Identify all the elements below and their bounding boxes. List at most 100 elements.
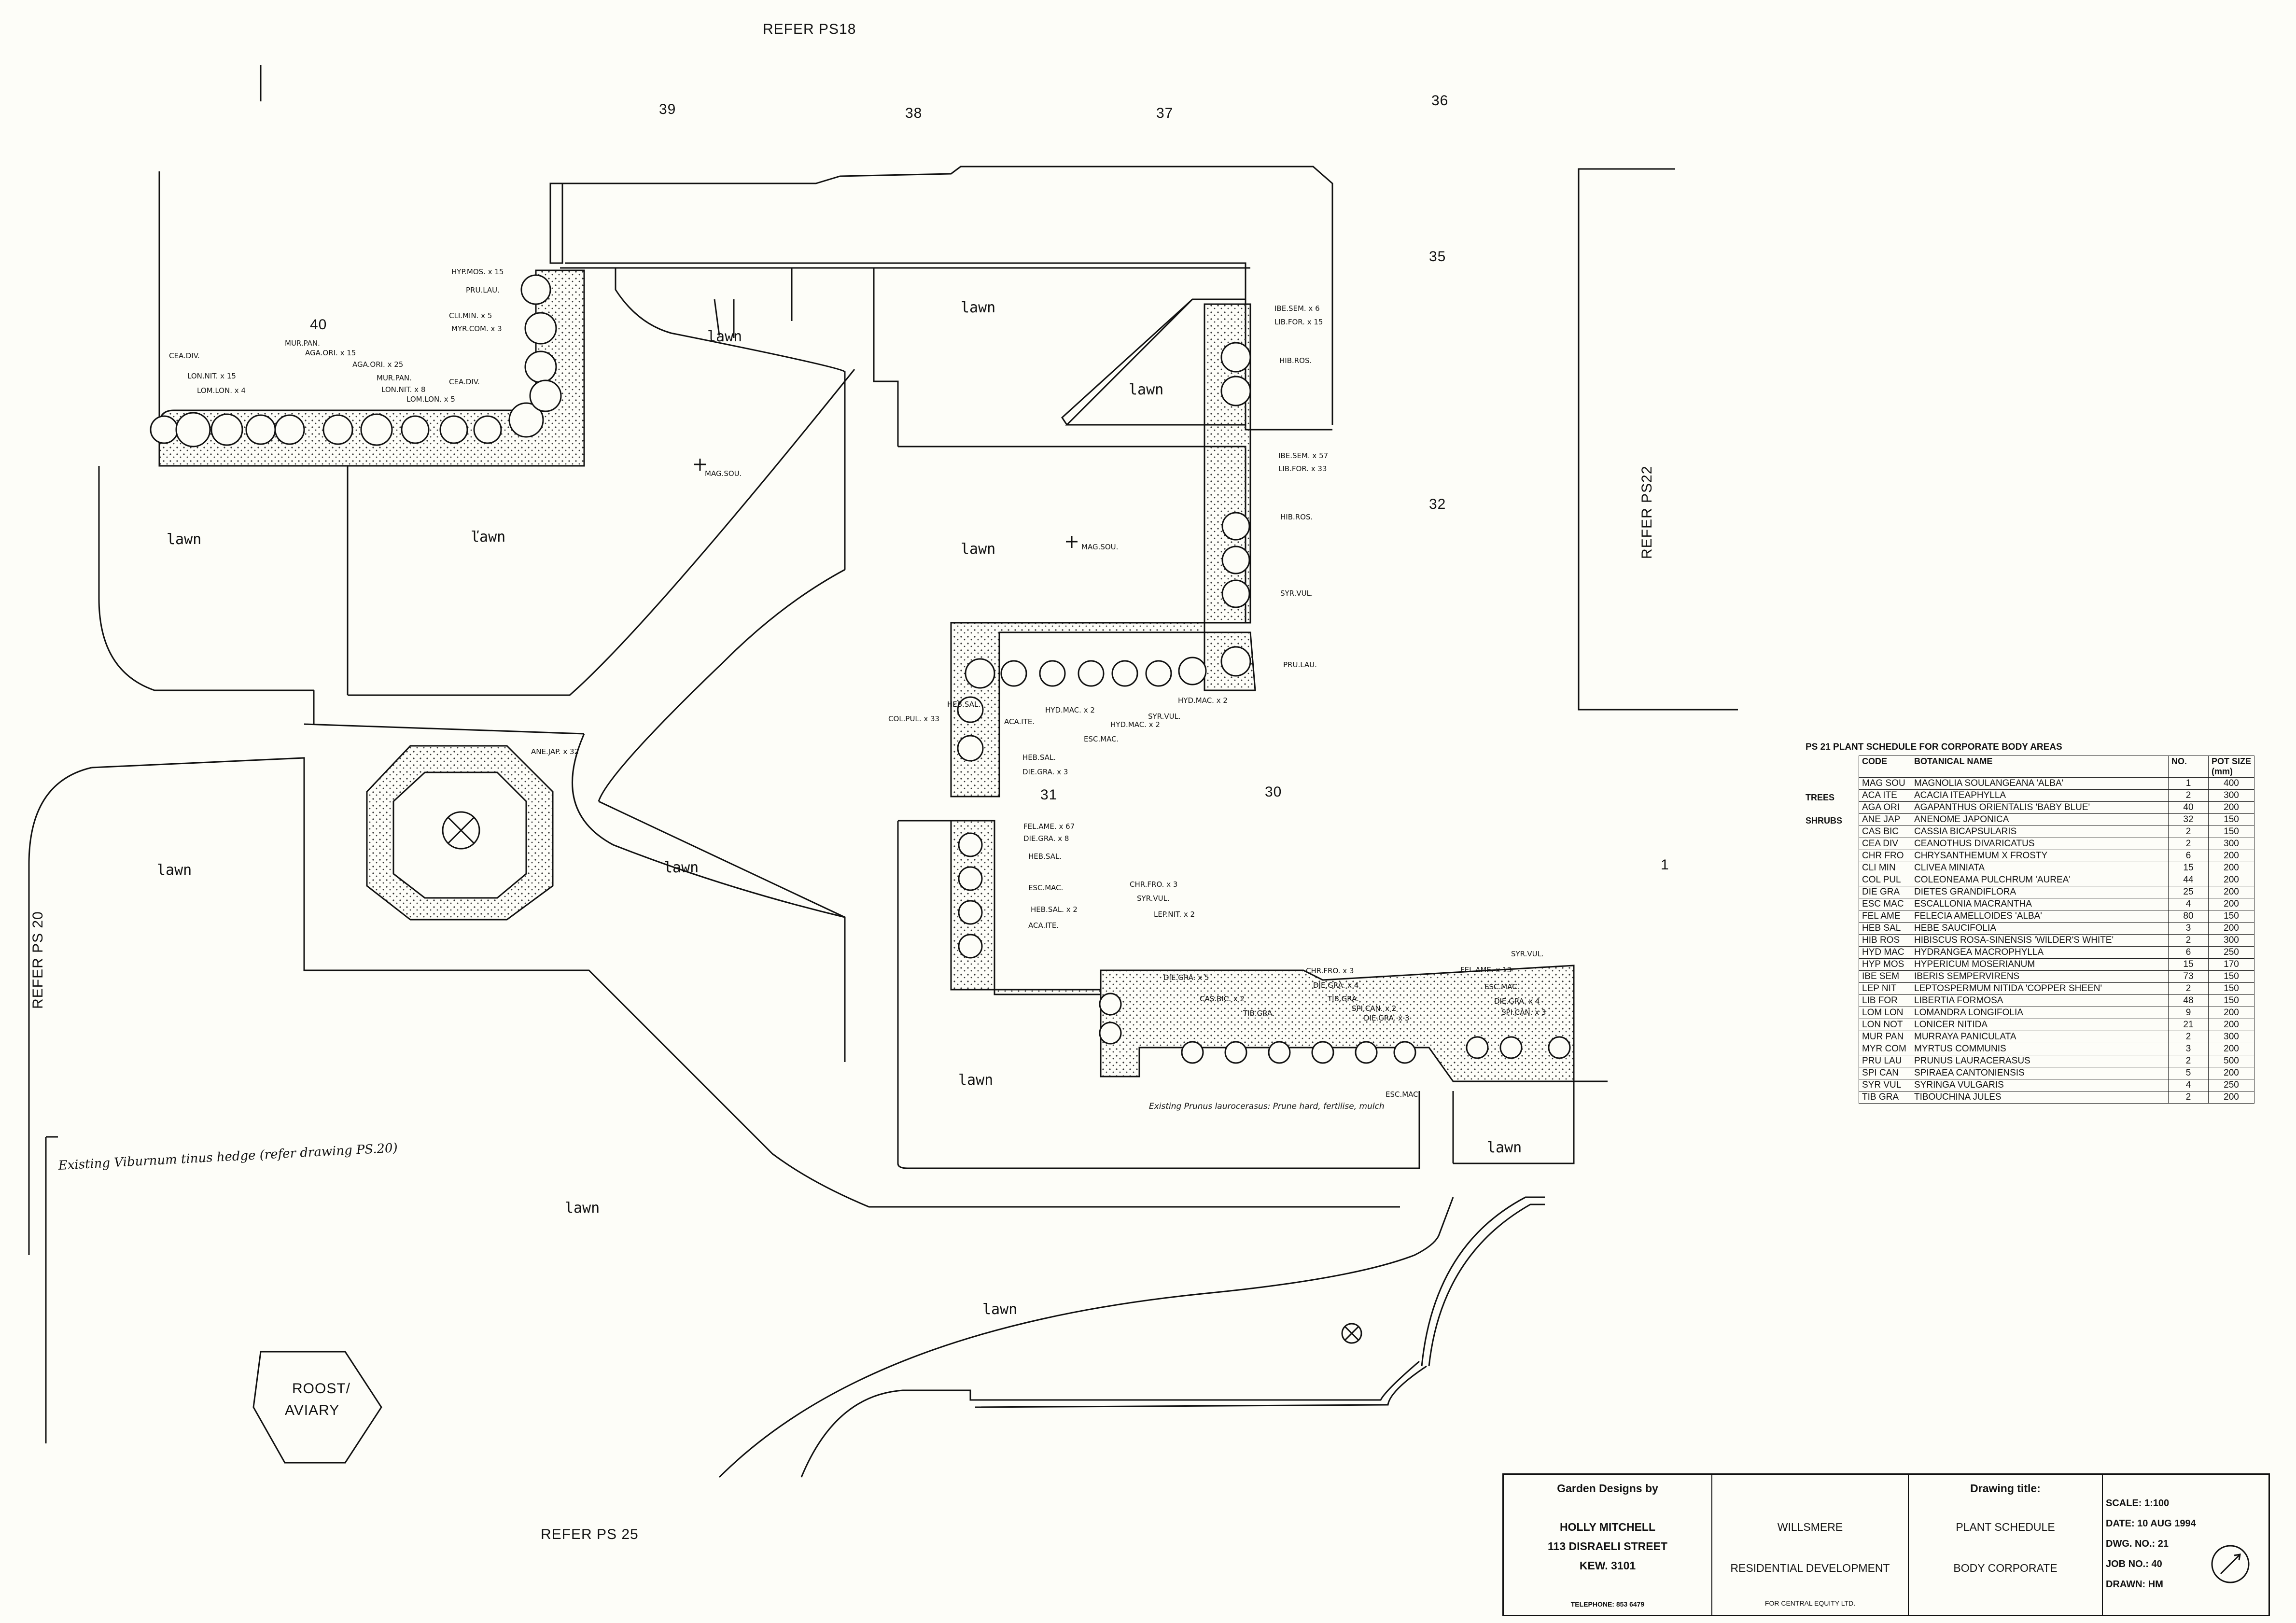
pot-size-cell: 200 xyxy=(2208,850,2254,862)
plant-tag: IBE.SEM. x 6 xyxy=(1274,304,1320,313)
pot-size-cell: 250 xyxy=(2208,946,2254,959)
botanical-cell: LOMANDRA LONGIFOLIA xyxy=(1911,1007,2169,1019)
qty-cell: 32 xyxy=(2168,813,2209,826)
pot-size-cell: 250 xyxy=(2208,1079,2254,1091)
botanical-cell: LONICER NITIDA xyxy=(1911,1019,2169,1031)
drawing-title-cell: Drawing title: PLANT SCHEDULE BODY CORPO… xyxy=(1909,1475,2103,1615)
plant-tag: LON.NIT. x 8 xyxy=(381,385,426,394)
botanical-cell: ACACIA ITEAPHYLLA xyxy=(1911,789,2169,802)
code-cell: ESC MAC xyxy=(1859,898,1911,910)
scale: SCALE: 1:100 xyxy=(2106,1498,2170,1509)
pot-size-cell: 400 xyxy=(2208,777,2254,790)
qty-cell: 2 xyxy=(2168,825,2209,838)
qty-cell: 15 xyxy=(2168,862,2209,874)
qty-cell: 2 xyxy=(2168,1091,2209,1104)
botanical-cell: MYRTUS COMMUNIS xyxy=(1911,1043,2169,1055)
plant-tag: FEL.AME. x 67 xyxy=(1023,822,1075,831)
plant-tag: SYR.VUL. xyxy=(1511,950,1544,958)
lawn-label: ľawn xyxy=(471,529,506,546)
lawn-label: lawn xyxy=(958,1072,994,1089)
code-cell: MUR PAN xyxy=(1859,1031,1911,1043)
pot-size-cell: 200 xyxy=(2208,874,2254,886)
lawn-label: lawn xyxy=(565,1200,600,1217)
code-cell: HYP MOS xyxy=(1859,958,1911,971)
header-no: NO. xyxy=(2168,756,2209,778)
pot-size-cell: 170 xyxy=(2208,958,2254,971)
pot-size-cell: 200 xyxy=(2208,922,2254,935)
qty-cell: 4 xyxy=(2168,898,2209,910)
qty-cell: 6 xyxy=(2168,946,2209,959)
plant-tag: DIE.GRA. x 8 xyxy=(1023,834,1069,843)
botanical-cell: SPIRAEA CANTONIENSIS xyxy=(1911,1067,2169,1079)
boundary-line xyxy=(158,65,262,466)
designer-heading: Garden Designs by xyxy=(1557,1482,1658,1495)
qty-cell: 21 xyxy=(2168,1019,2209,1031)
qty-cell: 73 xyxy=(2168,970,2209,983)
aviary-label: AVIARY xyxy=(285,1402,340,1418)
ref-ps18: REFER PS18 xyxy=(763,21,856,37)
pot-size-cell: 300 xyxy=(2208,934,2254,947)
meta-cell: SCALE: 1:100 DATE: 10 AUG 1994 DWG. NO.:… xyxy=(2103,1475,2268,1615)
lot-number: 38 xyxy=(905,105,923,121)
plant-tag: SPI.CAN. x 2 xyxy=(1352,1004,1397,1013)
plant-tag: AGA.ORI. x 25 xyxy=(352,360,404,369)
plant-tag: ESC.MAC. xyxy=(1484,982,1520,991)
qty-cell: 2 xyxy=(2168,838,2209,850)
plant-tag: MAG.SOU. xyxy=(1081,543,1119,551)
qty-cell: 4 xyxy=(2168,1079,2209,1091)
north-arrow xyxy=(2211,1545,2250,1583)
botanical-cell: HIBISCUS ROSA-SINENSIS 'WILDER'S WHITE' xyxy=(1911,934,2169,947)
code-cell: DIE GRA xyxy=(1859,886,1911,898)
pot-size-cell: 150 xyxy=(2208,910,2254,923)
pot-size-cell: 150 xyxy=(2208,970,2254,983)
botanical-cell: TIBOUCHINA JULES xyxy=(1911,1091,2169,1104)
plant-tag: ANE.JAP. x 32 xyxy=(531,747,579,756)
date: DATE: 10 AUG 1994 xyxy=(2106,1518,2196,1529)
plant-tag: HEB.SAL. xyxy=(947,700,981,709)
lot-number: 36 xyxy=(1431,93,1449,109)
botanical-cell: MURRAYA PANICULATA xyxy=(1911,1031,2169,1043)
schedule-title: PS 21 PLANT SCHEDULE FOR CORPORATE BODY … xyxy=(1806,742,2062,752)
qty-cell: 48 xyxy=(2168,994,2209,1007)
pot-size-cell: 200 xyxy=(2208,1007,2254,1019)
code-cell: HYD MAC xyxy=(1859,946,1911,959)
plant-tag: HEB.SAL. x 2 xyxy=(1031,905,1078,914)
botanical-cell: LIBERTIA FORMOSA xyxy=(1911,994,2169,1007)
botanical-cell: CLIVEA MINIATA xyxy=(1911,862,2169,874)
qty-cell: 2 xyxy=(2168,1031,2209,1043)
code-cell: LEP NIT xyxy=(1859,982,1911,995)
client-name: FOR CENTRAL EQUITY LTD. xyxy=(1764,1599,1856,1607)
botanical-cell: CASSIA BICAPSULARIS xyxy=(1911,825,2169,838)
ref-ps25: REFER PS 25 xyxy=(541,1526,639,1542)
pot-size-cell: 200 xyxy=(2208,1091,2254,1104)
designer-phone: TELEPHONE: 853 6479 xyxy=(1570,1600,1645,1608)
lawn-label: lawn xyxy=(961,299,996,316)
aviary-label: ROOST/ xyxy=(292,1381,351,1397)
plant-tag: ESC.MAC. xyxy=(1084,735,1119,743)
qty-cell: 80 xyxy=(2168,910,2209,923)
code-cell: HIB ROS xyxy=(1859,934,1911,947)
botanical-cell: DIETES GRANDIFLORA xyxy=(1911,886,2169,898)
botanical-cell: MAGNOLIA SOULANGEANA 'ALBA' xyxy=(1911,777,2169,790)
pot-size-cell: 150 xyxy=(2208,825,2254,838)
ref-ps20: REFER PS 20 xyxy=(30,911,46,1009)
designer-name: HOLLY MITCHELL xyxy=(1559,1521,1656,1533)
plant-tag: FEL.AME. x 13 xyxy=(1460,965,1512,974)
code-cell: CEA DIV xyxy=(1859,838,1911,850)
drawing-title-2: BODY CORPORATE xyxy=(1953,1562,2058,1574)
plant-tag: DIE.GRA. x 4 xyxy=(1313,981,1359,990)
